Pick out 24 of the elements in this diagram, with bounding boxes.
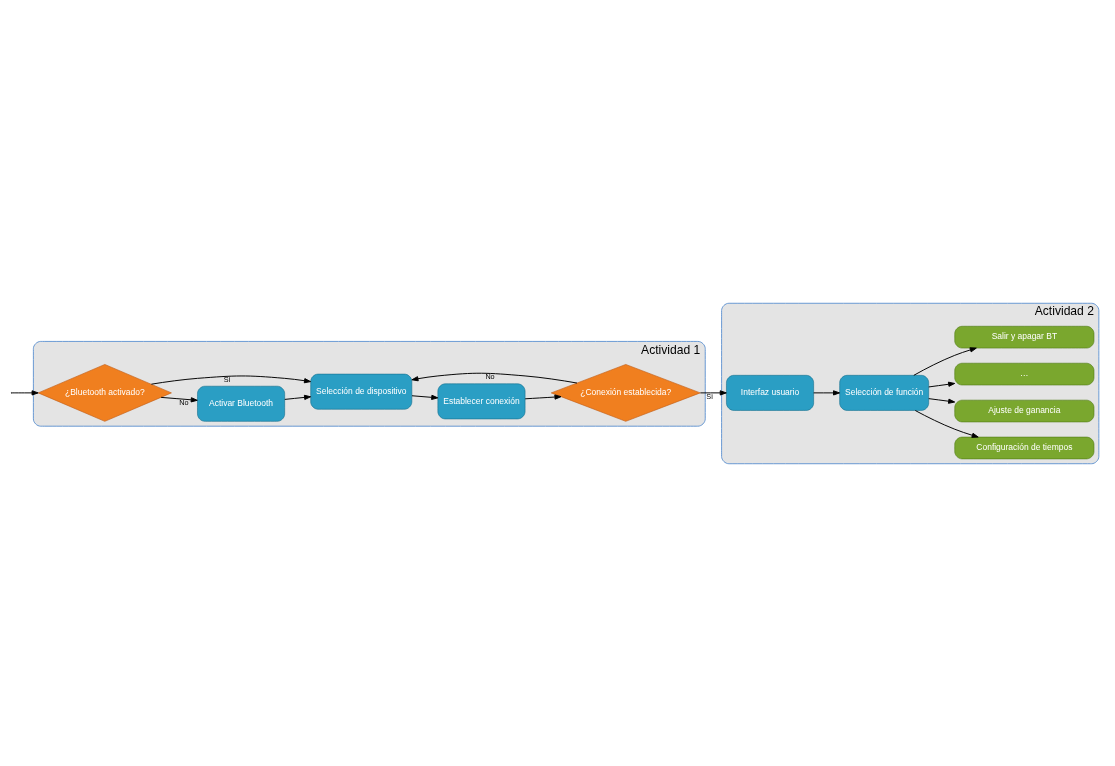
node-box: …	[954, 362, 1095, 385]
arrow	[928, 381, 956, 387]
node-diamond: ¿Conexión establecida?	[550, 363, 701, 422]
node-box: Salir y apagar BT	[954, 325, 1095, 348]
arrow	[411, 372, 578, 384]
arrow	[914, 409, 979, 438]
arrow	[524, 393, 562, 400]
node-box: Interfaz usuario	[726, 374, 814, 411]
arrow	[150, 374, 312, 385]
node-box: Establecer conexión	[437, 383, 526, 419]
node-box: Selección de función	[839, 374, 929, 411]
node-box: Configuración de tiempos	[954, 436, 1095, 459]
arrow	[913, 346, 977, 376]
arrow	[928, 397, 956, 404]
arrow	[11, 389, 39, 395]
arrow	[284, 394, 312, 400]
node-box: Activar Bluetooth	[197, 385, 285, 422]
node-box: Ajuste de ganancia	[954, 399, 1095, 422]
arrow	[813, 389, 841, 395]
arrow	[160, 396, 198, 402]
arrow	[699, 389, 727, 395]
node-box: Selección de dispositivo	[310, 373, 413, 410]
arrow	[411, 394, 439, 400]
node-diamond: ¿Bluetooth activado?	[37, 363, 172, 422]
